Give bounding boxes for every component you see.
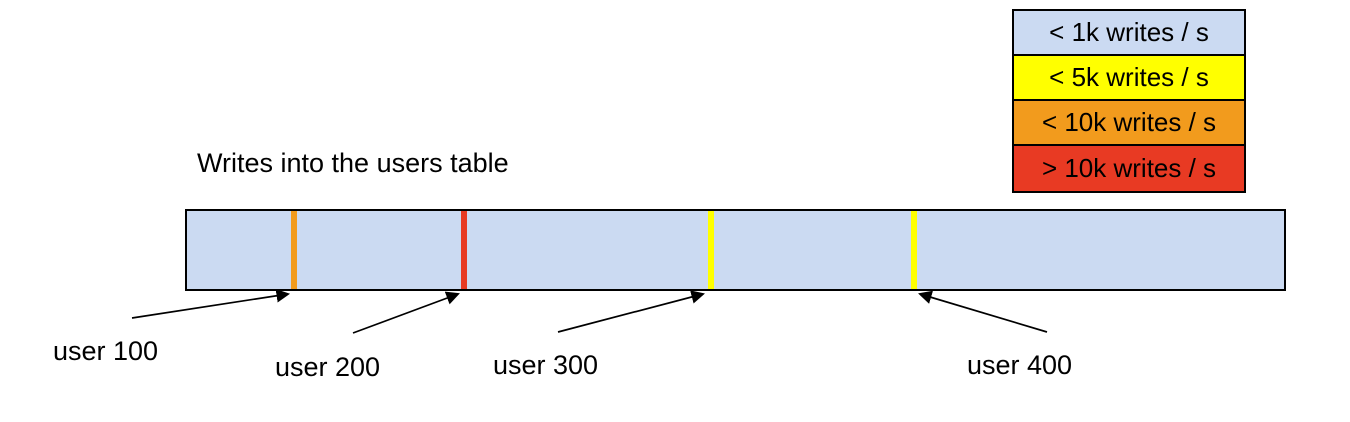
arrow-user-200 <box>352 291 460 334</box>
diagram-title: Writes into the users table <box>197 148 509 178</box>
stripe-user-300 <box>708 211 714 289</box>
users-table-bar <box>185 209 1286 291</box>
label-user-200: user 200 <box>275 352 381 382</box>
legend-item-lt-1k: < 1k writes / s <box>1014 11 1244 56</box>
stripe-user-400 <box>911 211 917 289</box>
legend-item-lt-5k: < 5k writes / s <box>1014 56 1244 101</box>
legend-item-lt-10k: < 10k writes / s <box>1014 101 1244 146</box>
legend-item-gt-10k: > 10k writes / s <box>1014 146 1244 191</box>
label-user-100: user 100 <box>53 336 159 366</box>
label-user-400: user 400 <box>967 350 1073 380</box>
arrow-user-400 <box>918 290 1048 333</box>
stripe-user-100 <box>291 211 297 289</box>
label-user-300: user 300 <box>493 350 599 380</box>
arrow-user-300 <box>557 290 705 333</box>
arrow-user-100 <box>131 289 291 319</box>
stripe-user-200 <box>461 211 467 289</box>
legend: < 1k writes / s < 5k writes / s < 10k wr… <box>1012 9 1246 193</box>
